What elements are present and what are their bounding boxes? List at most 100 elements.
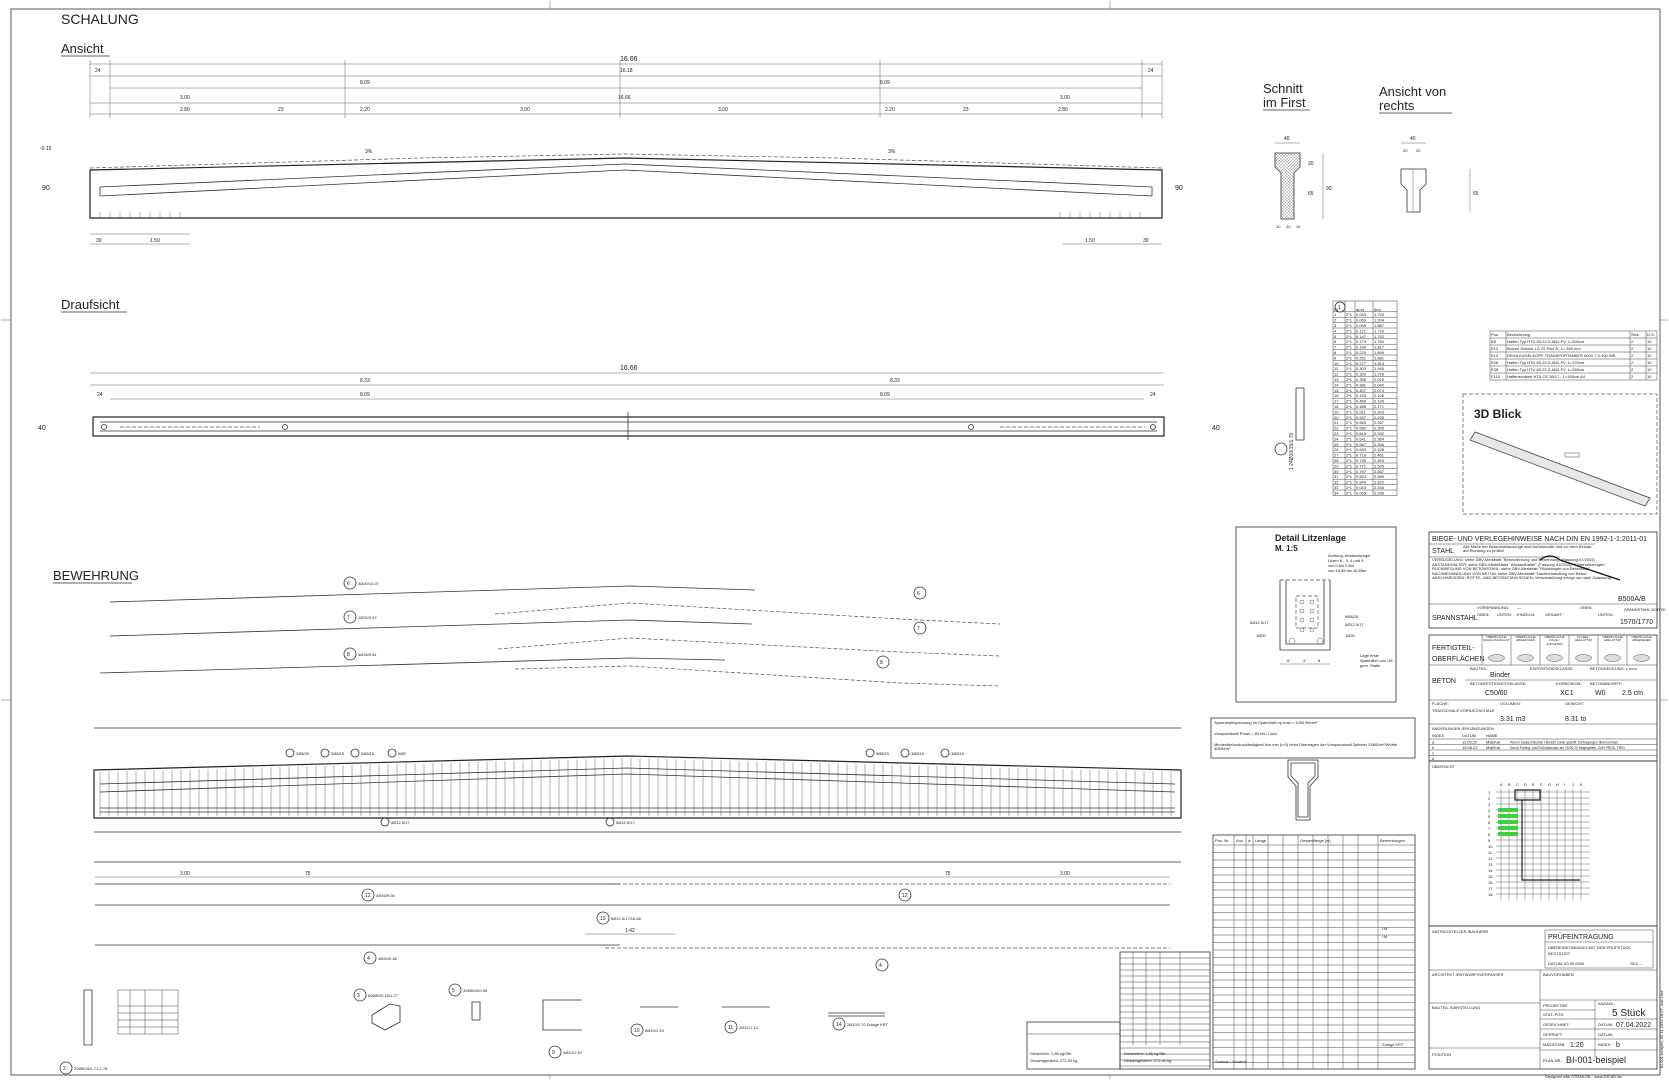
table-cell: E14 xyxy=(1491,353,1499,358)
table-cell: Halfenschiene HTA-CE 38/17 - L=150cm A4 xyxy=(1507,374,1586,379)
table-cell: 1.913 xyxy=(1374,361,1385,366)
overview-row: 6 xyxy=(1488,820,1491,825)
surface-label: OBERFLÄCHE ABGEZOGEN xyxy=(1515,636,1536,643)
overview-row: 9 xyxy=(1488,838,1491,843)
oben2-label: OBEN: xyxy=(1580,605,1592,610)
table-cell: 2.300 xyxy=(1374,426,1385,431)
table-cell: 1.784 xyxy=(1374,339,1385,344)
pos-number: 1 xyxy=(1338,305,1341,311)
shape-position: 9 xyxy=(552,1050,555,1056)
spannstahl-label: SPANNSTAHL xyxy=(1432,615,1478,622)
table-cell: 28 xyxy=(1334,458,1339,463)
bar-position: 12 xyxy=(365,893,371,899)
change-cell: d xyxy=(1432,756,1434,761)
spann-value: — xyxy=(1517,605,1521,610)
surface-icon xyxy=(1633,654,1650,662)
detail-title: Detail Litzenlage xyxy=(1275,533,1346,543)
shape-label: 4Ø12/1.13 xyxy=(739,1025,758,1030)
dim-seg-right: 3.00 xyxy=(1060,95,1070,101)
overview-highlight xyxy=(1498,832,1518,836)
change-cell: Plan in bautechnischer Hinsicht vorab ge… xyxy=(1510,741,1619,745)
overview-row: 18 xyxy=(1488,892,1493,897)
changes-title: ÄNDERUNGEN /ERGÄNZUNGEN xyxy=(1432,726,1494,731)
table-cell: 2.364 xyxy=(1374,436,1385,441)
table-cell: E110 xyxy=(1491,374,1501,379)
dim-height-left: 90 xyxy=(42,185,50,192)
overview-row: 4 xyxy=(1488,808,1491,813)
bar-total: Gesamtgewicht: 272,00 kg xyxy=(1124,1058,1171,1063)
table-cell: 1.204 xyxy=(1374,318,1385,323)
table-cell: 10 xyxy=(1647,360,1652,365)
detail-note: von 15,85 bis 16,65m xyxy=(1328,568,1367,573)
stirrup-1-shape: 1 24Ø10/15/1.70 xyxy=(1274,387,1305,470)
table-cell: 0.069 xyxy=(1356,318,1367,323)
table-cell: 2*1 xyxy=(1346,388,1353,393)
table-cell: E28 xyxy=(1491,360,1499,365)
dim-total: 16.66 xyxy=(620,56,638,63)
section-flange: 20 xyxy=(1308,161,1314,167)
tb-anzahl: 5 Stück xyxy=(1612,1008,1646,1019)
table-cell: 2.010 xyxy=(1374,377,1385,382)
table-cell: 5 xyxy=(1334,334,1337,339)
bar-position-marker xyxy=(898,888,912,902)
plan-end: 24 xyxy=(1150,392,1156,398)
table-cell: 2*1 xyxy=(1346,404,1353,409)
dim-part: 2.20 xyxy=(885,107,895,113)
table-header: Ü.S. xyxy=(1647,332,1655,337)
stirrup-marker xyxy=(605,817,615,827)
heading-ansicht: Ansicht xyxy=(61,41,104,56)
table-cell: 4 xyxy=(1334,328,1337,333)
overview-row: 11 xyxy=(1488,850,1493,855)
korrosion-value: XC1 xyxy=(1560,690,1574,697)
prestress-line: Mindestbetondruckfestigkeit fcm,min (t=0… xyxy=(1214,741,1398,752)
shape-position: 2 xyxy=(63,1066,66,1072)
table-cell: 6 xyxy=(1334,339,1337,344)
dim-height-right: 90 xyxy=(1175,185,1183,192)
table-cell: 2*1 xyxy=(1346,453,1353,458)
table-cell: 0.199 xyxy=(1356,345,1367,350)
shape-position-marker xyxy=(630,1023,644,1037)
tb-geprueft: GEPRÜFT: xyxy=(1543,1032,1563,1037)
stirrup-marker xyxy=(900,748,910,758)
table-cell: 2.428 xyxy=(1374,447,1385,452)
dim-part: 2.20 xyxy=(360,107,370,113)
table-cell: 0.849 xyxy=(1356,480,1367,485)
table-cell: 0.173 xyxy=(1356,339,1367,344)
change-header: NAME xyxy=(1486,733,1498,738)
ft-title: FERTIGTEIL- xyxy=(1432,645,1475,652)
korrosion-label: KORROSION: xyxy=(1556,681,1582,686)
table-cell: 2 xyxy=(1631,339,1634,344)
surface-icon xyxy=(1517,654,1534,662)
tb-position: POSITION xyxy=(1432,1052,1451,1057)
volumen-label: VOLUMEN: xyxy=(1500,701,1521,706)
bar-weight: Gewicht/m: 1,69 kg/Stb xyxy=(1030,1051,1072,1056)
bar-position: 8 xyxy=(347,652,350,658)
table-cell: 2.171 xyxy=(1374,404,1385,409)
overview-col: C xyxy=(1516,782,1519,787)
rebar-dim: 1.42 xyxy=(625,928,635,934)
table-cell: 2.622 xyxy=(1374,480,1385,485)
section-title: rechts xyxy=(1379,98,1415,113)
dim-part: 3.00 xyxy=(718,107,728,113)
table-cell: 27 xyxy=(1334,453,1339,458)
bar-position: 6 xyxy=(917,591,920,597)
table-cell: 2*1 xyxy=(1346,328,1353,333)
table-cell: 2*1 xyxy=(1346,458,1353,463)
stirrup-marker xyxy=(387,748,397,758)
deckung-label: BETONDECKUNG: c nom xyxy=(1590,666,1637,671)
overview-col: J xyxy=(1572,782,1574,787)
table-cell: 2*1 xyxy=(1346,318,1353,323)
section-shape xyxy=(1274,152,1301,220)
biege-title: BIEGE- UND VERLEGEHINWEISE NACH DIN EN 1… xyxy=(1432,536,1647,543)
table-cell: 2.106 xyxy=(1374,393,1385,398)
table-cell: 1.849 xyxy=(1374,350,1385,355)
plan-end: 24 xyxy=(97,392,103,398)
biege-line: ANSCHWEISSEN: ROTTE- UND BETONSTAHLSCHEN… xyxy=(1432,575,1611,581)
stirrup-label: 1 24Ø10/15/1.70 xyxy=(1289,433,1295,470)
bar-remark: Zulage KRT xyxy=(1382,1042,1404,1047)
beton-label: BETON xyxy=(1432,678,1456,685)
table-cell: 2 xyxy=(1631,367,1634,372)
table-cell: 2*1 xyxy=(1346,431,1353,436)
table-cell: 2*1 xyxy=(1346,377,1353,382)
